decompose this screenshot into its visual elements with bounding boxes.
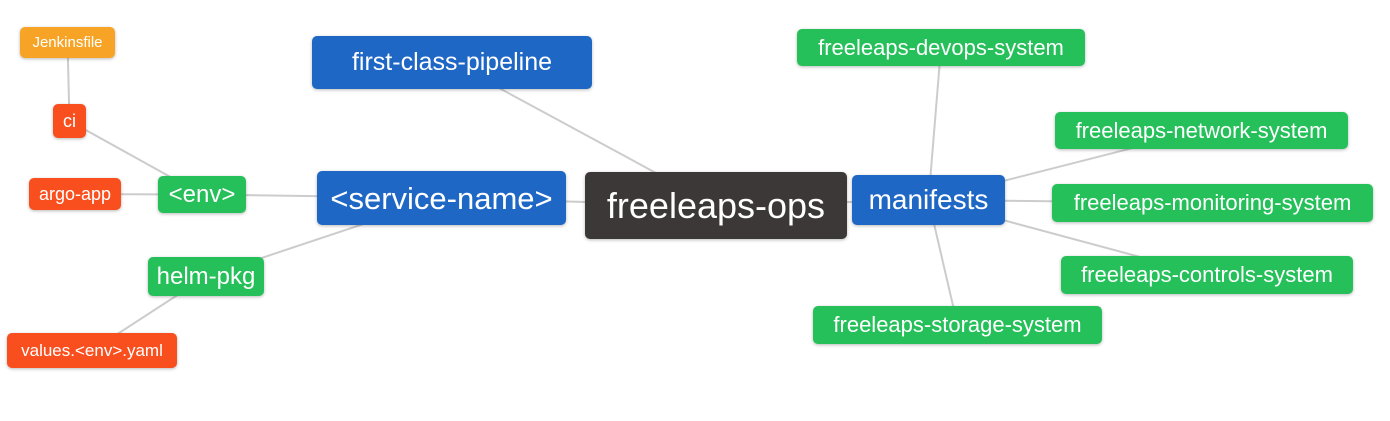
node-manifests[interactable]: manifests <box>852 175 1005 225</box>
edge-manifests-devops-system <box>927 47 942 201</box>
node-values-env-yaml[interactable]: values.<env>.yaml <box>7 333 177 368</box>
node-controls-system[interactable]: freeleaps-controls-system <box>1061 256 1353 294</box>
node-helm-pkg[interactable]: helm-pkg <box>148 257 264 296</box>
node-network-system[interactable]: freeleaps-network-system <box>1055 112 1348 149</box>
node-argo-app[interactable]: argo-app <box>29 178 121 210</box>
node-jenkinsfile[interactable]: Jenkinsfile <box>20 27 115 58</box>
node-first-class-pipeline[interactable]: first-class-pipeline <box>312 36 592 89</box>
node-devops-system[interactable]: freeleaps-devops-system <box>797 29 1085 66</box>
node-storage-system[interactable]: freeleaps-storage-system <box>813 306 1102 344</box>
node-env[interactable]: <env> <box>158 176 246 213</box>
node-ci[interactable]: ci <box>53 104 86 138</box>
node-monitoring-system[interactable]: freeleaps-monitoring-system <box>1052 184 1373 222</box>
node-service-name[interactable]: <service-name> <box>317 171 566 225</box>
node-root[interactable]: freeleaps-ops <box>585 172 847 239</box>
